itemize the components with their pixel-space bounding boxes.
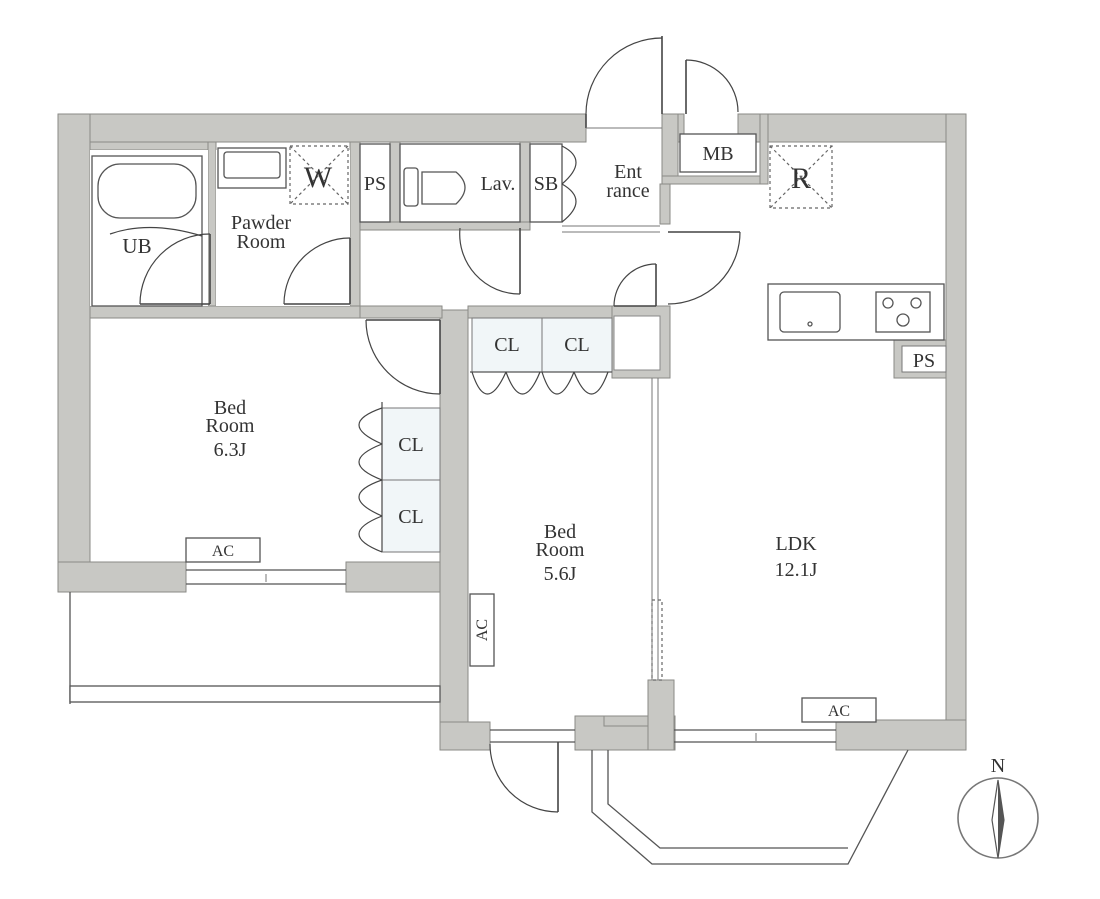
bedroom1-label-2: Room — [206, 415, 255, 437]
ps-top-label: PS — [364, 173, 386, 195]
balcony-west — [69, 592, 441, 704]
powder-room: W Pawder Room — [217, 145, 351, 305]
lavatory-label: Lav. — [481, 173, 516, 195]
ub-label: UB — [122, 234, 151, 258]
bedroom2-label-1: Bed — [544, 521, 576, 543]
unit-bath: UB — [91, 155, 211, 307]
bedroom1-size: 6.3J — [214, 439, 247, 461]
north-label: N — [991, 755, 1005, 777]
closet-c-label: CL — [398, 434, 424, 456]
entrance: Ent rance MB — [562, 36, 757, 233]
north-arrow: N — [957, 755, 1039, 859]
powder-room-label-1: Pawder — [231, 212, 291, 234]
entrance-label-2: rance — [606, 180, 649, 202]
shoe-box-label: SB — [534, 173, 558, 195]
bedroom-1: Bed Room 6.3J CL CL AC — [185, 397, 441, 585]
ps-kitchen-label: PS — [913, 350, 935, 372]
washer-label: W — [304, 161, 333, 194]
ac-ldk-label: AC — [828, 703, 850, 720]
ldk-size: 12.1J — [775, 559, 818, 581]
meter-box-label: MB — [702, 143, 733, 165]
ac-bedroom1-label: AC — [212, 543, 234, 560]
corridor-doors — [365, 227, 741, 395]
closet-d-label: CL — [398, 506, 424, 528]
entrance-label-1: Ent — [614, 161, 642, 183]
closet-b-label: CL — [564, 334, 590, 356]
bedroom1-label-1: Bed — [214, 397, 246, 419]
bedroom2-label-2: Room — [536, 539, 585, 561]
bedroom-2: CL CL Bed Room 5.6J AC — [469, 317, 663, 813]
powder-room-label-2: Room — [237, 231, 286, 253]
refrigerator-label: R — [791, 162, 811, 195]
bedroom2-size: 5.6J — [544, 563, 577, 585]
ac-bedroom2-label: AC — [474, 619, 491, 641]
balcony-south — [591, 749, 909, 865]
ldk: PS R LDK 12.1J AC — [674, 145, 945, 743]
service-cores: PS Lav. SB — [359, 143, 577, 223]
closet-a-label: CL — [494, 334, 520, 356]
ldk-label: LDK — [775, 533, 817, 555]
